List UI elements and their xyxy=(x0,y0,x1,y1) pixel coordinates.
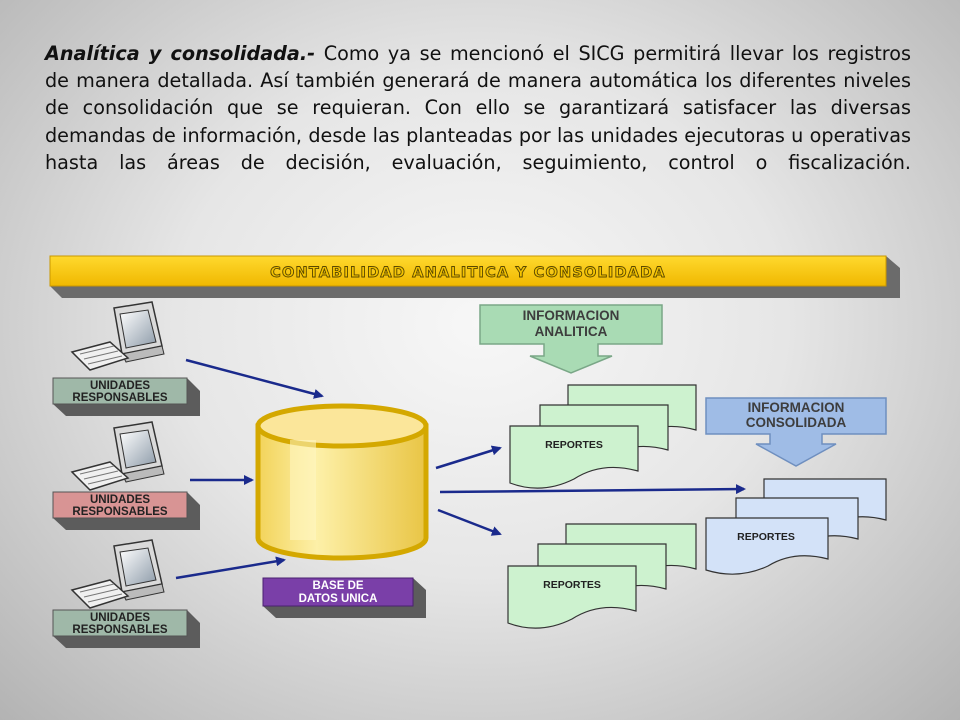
report-stack: REPORTES xyxy=(507,523,697,629)
consolidada-label: CONSOLIDADA xyxy=(746,415,847,430)
unit-label: RESPONSABLES xyxy=(72,624,168,636)
database-label-box: BASE DE DATOS UNICA xyxy=(262,577,426,618)
database-cylinder-icon xyxy=(255,403,429,561)
intro-paragraph: Analítica y consolidada.- Como ya se men… xyxy=(45,40,911,176)
report-stack: REPORTES xyxy=(509,384,697,489)
computer-icon xyxy=(70,539,165,609)
database-label: BASE DE xyxy=(312,580,363,592)
computer-icon xyxy=(70,421,165,491)
arrow-connector xyxy=(437,508,502,536)
report-label: REPORTES xyxy=(737,531,795,543)
unit-label: RESPONSABLES xyxy=(72,392,168,404)
unit-label: RESPONSABLES xyxy=(72,506,168,518)
database-label: DATOS UNICA xyxy=(299,593,378,605)
consolidada-label: INFORMACION xyxy=(748,400,845,415)
report-stack: REPORTES xyxy=(705,478,887,575)
paragraph-lead: Analítica y consolidada.- xyxy=(45,42,316,65)
unit-box: UNIDADES RESPONSABLES xyxy=(52,609,200,648)
paragraph-body: Como ya se mencionó el SICG permitirá ll… xyxy=(45,42,911,174)
banner: CONTABILIDAD ANALITICA Y CONSOLIDADA xyxy=(49,255,900,298)
consolidada-arrow: INFORMACION CONSOLIDADA xyxy=(705,397,887,467)
report-label: REPORTES xyxy=(545,439,603,451)
unit-label: UNIDADES xyxy=(90,612,150,624)
analitica-label: ANALITICA xyxy=(535,324,608,339)
arrow-connector xyxy=(439,484,746,495)
analitica-arrow: INFORMACION ANALITICA xyxy=(479,304,663,374)
unit-box: UNIDADES RESPONSABLES xyxy=(52,377,200,416)
unit-box: UNIDADES RESPONSABLES xyxy=(52,491,200,530)
banner-title: CONTABILIDAD ANALITICA Y CONSOLIDADA xyxy=(270,265,666,281)
arrow-connector xyxy=(185,358,324,399)
unit-label: UNIDADES xyxy=(90,494,150,506)
arrow-connector xyxy=(175,556,286,580)
arrow-connector xyxy=(435,445,502,470)
computer-icon xyxy=(70,301,165,371)
report-label: REPORTES xyxy=(543,579,601,591)
unit-label: UNIDADES xyxy=(90,380,150,392)
analitica-label: INFORMACION xyxy=(523,308,620,323)
